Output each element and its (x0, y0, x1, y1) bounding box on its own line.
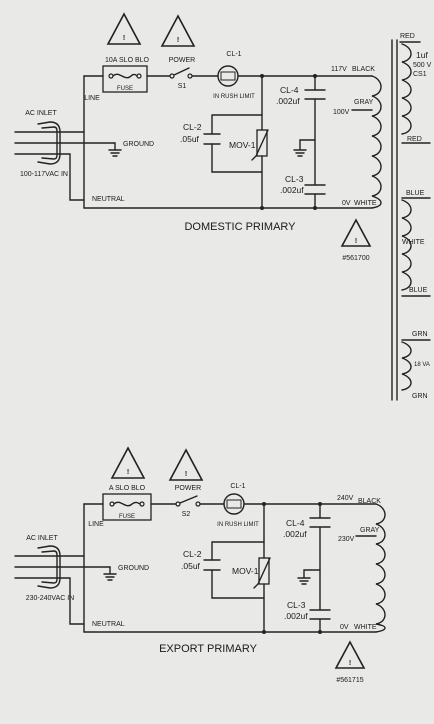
fuse-symbol: FUSE (102, 65, 148, 93)
ac-inlet-label: AC INLET (25, 110, 57, 117)
warning-mark: ! (123, 35, 125, 42)
tap-top-color: BLACK (358, 498, 381, 505)
cl1-label: CL-1 (230, 483, 245, 490)
fuse-rating-label: 10A SLO BLO (105, 57, 150, 64)
ground-icon (293, 139, 316, 157)
cl4-value: .002uf (283, 529, 307, 539)
ac-inlet-label: AC INLET (26, 535, 58, 542)
domestic-primary-circuit: ! ! 10A SLO BLO POWER CL-1 FUSE S1 (14, 12, 382, 262)
warning-triangle-icon: ! (106, 12, 142, 45)
ground-icon (103, 566, 117, 581)
cl4-label: CL-4 (286, 518, 305, 528)
part-number: #561715 (336, 677, 363, 684)
fuse-sub-label: FUSE (119, 514, 135, 520)
secondary-red-bottom: RED (407, 136, 422, 143)
warning-mark: ! (349, 660, 351, 667)
warning-mark: ! (177, 37, 179, 44)
cl3-label: CL-3 (287, 600, 306, 610)
tap-top-voltage: 240V (337, 495, 354, 502)
line-label: LINE (84, 95, 100, 102)
secondary-blue-bottom: BLUE (409, 287, 428, 294)
export-primary-title: EXPORT PRIMARY (159, 643, 257, 655)
tap-bottom-color: WHITE (354, 200, 377, 207)
secondary-red-top: RED (400, 33, 415, 40)
secondary-cap-value: 1uf (416, 50, 428, 60)
switch-label: S1 (178, 83, 187, 90)
warning-triangle-icon: ! (110, 446, 146, 479)
cl3-label: CL-3 (285, 174, 304, 184)
switch-label: S2 (182, 511, 191, 518)
inrush-limiter-symbol (223, 493, 245, 515)
warning-triangle-icon: ! (340, 218, 372, 247)
tap-bottom-voltage: 0V (342, 200, 351, 207)
secondary-grn-bottom: GRN (412, 393, 428, 400)
power-switch-symbol (169, 67, 193, 79)
cl1-sub-label: IN RUSH LIMIT (213, 94, 255, 100)
fuse-symbol: FUSE (102, 493, 152, 521)
fuse-rating-label: A SLO BLO (109, 485, 146, 492)
tap-top-color: BLACK (352, 66, 375, 73)
cl1-label: CL-1 (226, 51, 241, 58)
transformer-primary-coil (351, 75, 382, 209)
mov-label: MOV-1 (232, 566, 259, 576)
secondary-cap-part: CS1 (413, 71, 427, 78)
secondary-grn-top: GRN (412, 331, 428, 338)
cl2-value: .05uf (180, 134, 200, 144)
tap-top-voltage: 117V (331, 66, 347, 73)
voltage-range-label: 100-117VAC IN (20, 171, 68, 178)
ground-label: GROUND (118, 565, 149, 572)
tap-mid-color: GRAY (354, 99, 374, 106)
secondary-white: WHITE (402, 239, 425, 246)
mov-label: MOV-1 (229, 140, 256, 150)
export-primary-circuit: ! ! A SLO BLO POWER CL-1 FUSE S2 IN RUSH (14, 446, 386, 684)
voltage-range-label: 230-240VAC IN (26, 595, 75, 602)
cl1-sub-label: IN RUSH LIMIT (217, 522, 259, 528)
warning-mark: ! (127, 469, 129, 476)
power-label: POWER (175, 485, 201, 492)
tap-bottom-voltage: 0V (340, 624, 349, 631)
warning-triangle-icon: ! (160, 14, 196, 47)
fuse-sub-label: FUSE (117, 86, 133, 92)
ground-icon (297, 569, 321, 585)
neutral-label: NEUTRAL (92, 621, 125, 628)
transformer-primary-coil (355, 503, 386, 633)
cl2-label: CL-2 (183, 122, 202, 132)
part-number: #561700 (342, 255, 369, 262)
warning-mark: ! (185, 471, 187, 478)
cl3-value: .002uf (284, 611, 308, 621)
tap-mid-color: GRAY (360, 527, 380, 534)
ground-icon (108, 142, 122, 157)
cl3-value: .002uf (280, 185, 304, 195)
tap-bottom-color: WHITE (354, 624, 377, 631)
power-label: POWER (169, 57, 195, 64)
ground-label: GROUND (123, 141, 154, 148)
transformer-secondary: RED 1uf 500 V CS1 RED BLUE WHITE BLUE GR… (391, 33, 432, 401)
tap-mid-voltage: 100V (333, 109, 350, 116)
warning-triangle-icon: ! (168, 448, 204, 481)
ac-inlet-plug-symbol (14, 121, 116, 201)
cl2-value: .05uf (181, 561, 201, 571)
secondary-cap-voltage: 500 V (413, 62, 432, 69)
secondary-blue-top: BLUE (406, 190, 425, 197)
cl4-label: CL-4 (280, 85, 299, 95)
neutral-label: NEUTRAL (92, 196, 125, 203)
warning-mark: ! (355, 238, 357, 245)
warning-triangle-icon: ! (334, 640, 366, 669)
domestic-primary-title: DOMESTIC PRIMARY (184, 221, 296, 233)
ac-inlet-plug-symbol (14, 545, 111, 625)
cl4-value: .002uf (276, 96, 300, 106)
power-switch-symbol (175, 495, 201, 507)
line-label: LINE (88, 521, 104, 528)
tap-mid-voltage: 230V (338, 536, 355, 543)
cl2-label: CL-2 (183, 549, 202, 559)
inrush-limiter-symbol (217, 65, 239, 87)
secondary-18va: 18 VA (414, 362, 430, 368)
